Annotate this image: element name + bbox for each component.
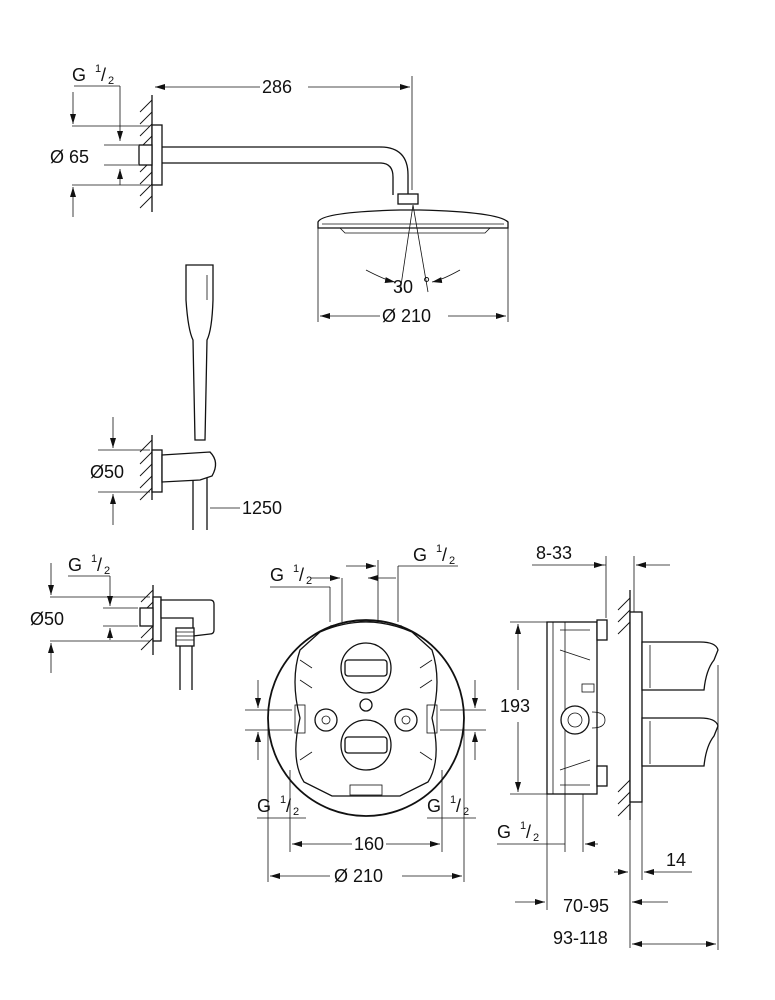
svg-text:2: 2 [449,555,455,567]
depth-8-33-label: 8-33 [536,543,572,563]
thread-label-box-top-right: G 1 / 2 [413,543,455,567]
svg-text:1: 1 [91,553,97,565]
svg-text:2: 2 [108,75,114,87]
svg-text:G: G [72,65,86,85]
arm-length-label: 286 [262,77,292,97]
thread-label-box-top-left: G 1 / 2 [270,563,312,587]
head-shower-view: 30 ° 286 G 1 / 2 Ø 65 Ø 210 [50,63,509,326]
flange-diameter-label: Ø 65 [50,147,89,167]
svg-text:/: / [299,565,304,585]
thread-label-box-bottom-left: G 1 / 2 [257,794,299,818]
svg-text:1: 1 [280,794,286,806]
svg-text:/: / [101,65,106,85]
svg-text:1: 1 [95,63,101,75]
svg-text:2: 2 [104,565,110,577]
concealed-box-front-view: G 1 / 2 G 1 / 2 G 1 [245,543,486,886]
depth-70-95-label: 70-95 [563,896,609,916]
box-width-label: 160 [354,834,384,854]
svg-text:G: G [270,565,284,585]
thread-label-outlet: G 1 / 2 [68,553,110,577]
height-label: 193 [500,696,530,716]
svg-text:G: G [413,545,427,565]
thread-label-box-bottom-right: G 1 / 2 [427,794,469,818]
head-diameter-label: Ø 210 [382,306,431,326]
svg-text:/: / [442,545,447,565]
svg-text:2: 2 [293,806,299,818]
side-section-view: 8-33 193 G 1 / 2 14 70-95 [497,543,719,950]
degree-symbol: ° [423,274,430,294]
svg-text:1: 1 [520,820,526,832]
svg-text:G: G [427,796,441,816]
svg-text:G: G [68,555,82,575]
svg-text:2: 2 [306,575,312,587]
svg-text:/: / [286,796,291,816]
hose-length-label: 1250 [242,498,282,518]
thread-label-side: G 1 / 2 [497,820,539,844]
svg-text:1: 1 [293,563,299,575]
svg-text:G: G [257,796,271,816]
svg-text:1: 1 [450,794,456,806]
outlet-diameter-label: Ø50 [30,609,64,629]
svg-text:/: / [526,822,531,842]
svg-text:1: 1 [436,543,442,555]
holder-diameter-label: Ø50 [90,462,124,482]
svg-text:2: 2 [463,806,469,818]
plate-depth-label: 14 [666,850,686,870]
angle-label: 30 [393,277,413,297]
hand-shower-view: 1250 Ø50 [90,264,282,530]
svg-text:/: / [97,555,102,575]
svg-text:2: 2 [533,832,539,844]
svg-text:G: G [497,822,511,842]
wall-outlet-view: G 1 / 2 Ø50 [30,553,215,690]
svg-text:/: / [456,796,461,816]
depth-93-118-label: 93-118 [553,928,608,948]
box-diameter-label: Ø 210 [334,866,383,886]
thread-label-head: G 1 / 2 [72,63,114,87]
